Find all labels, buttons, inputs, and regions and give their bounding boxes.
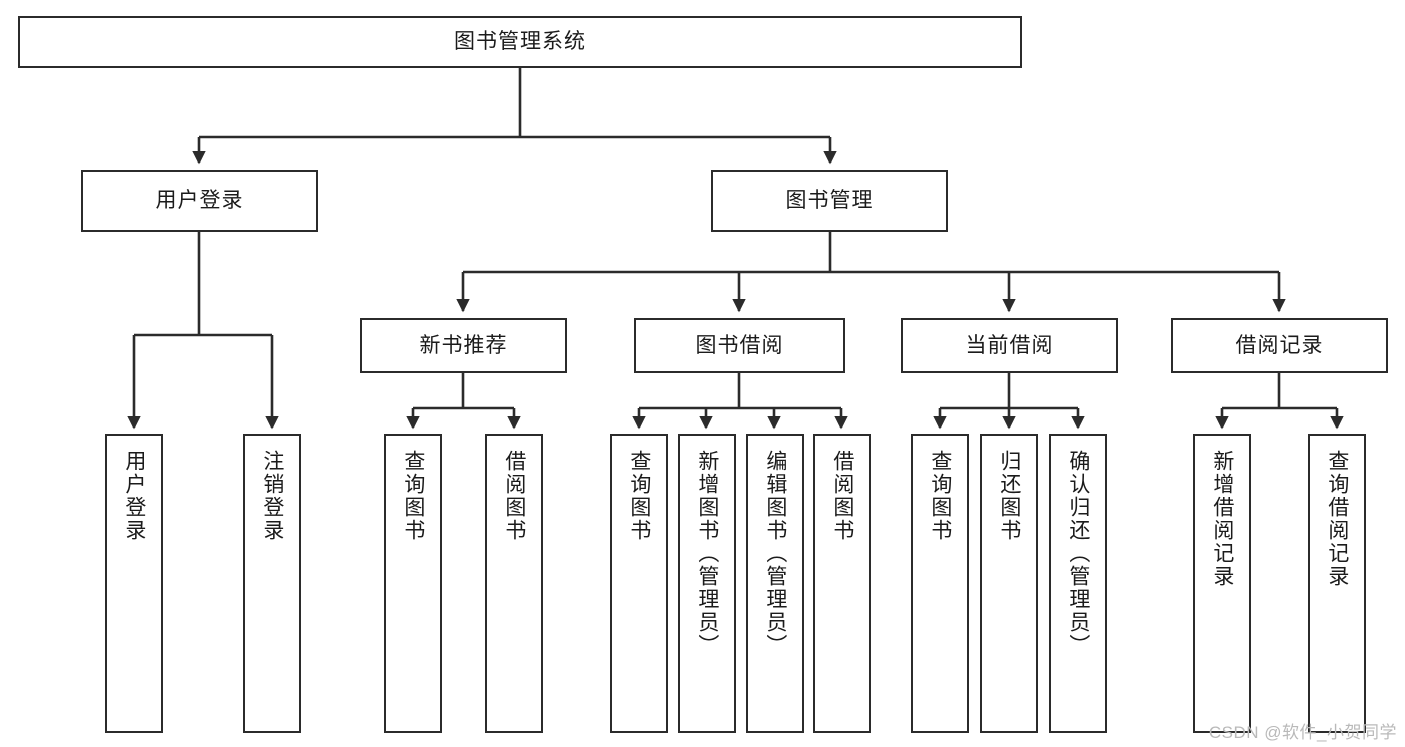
node-label: 图书借阅 <box>695 333 784 357</box>
node-label: 确认归还（管理员） <box>1066 450 1090 657</box>
node-borrow-record[interactable]: 借阅记录 <box>1171 318 1388 373</box>
node-label: 新增图书（管理员） <box>695 450 719 657</box>
node-label: 归还图书 <box>997 450 1021 542</box>
node-label: 查询借阅记录 <box>1325 450 1349 588</box>
node-label: 当前借阅 <box>965 333 1054 357</box>
node-book-borrow[interactable]: 图书借阅 <box>634 318 845 373</box>
node-label: 注销登录 <box>260 450 284 542</box>
node-label: 查询图书 <box>627 450 651 542</box>
node-label: 借阅图书 <box>830 450 854 542</box>
leaf-new-book-borrow[interactable]: 借阅图书 <box>485 434 543 733</box>
watermark-text: CSDN @软件_小贺同学 <box>1208 723 1397 742</box>
node-user-login[interactable]: 用户登录 <box>81 170 318 232</box>
node-label: 用户登录 <box>122 450 146 542</box>
node-label: 图书管理 <box>785 189 874 213</box>
node-label: 借阅图书 <box>502 450 526 542</box>
node-label: 借阅记录 <box>1235 333 1324 357</box>
node-label: 用户登录 <box>155 189 244 213</box>
node-label: 编辑图书（管理员） <box>763 450 787 657</box>
leaf-user-login-logout[interactable]: 注销登录 <box>243 434 301 733</box>
node-label: 新增借阅记录 <box>1210 450 1234 588</box>
leaf-record-query-record[interactable]: 查询借阅记录 <box>1308 434 1366 733</box>
leaf-current-query-book[interactable]: 查询图书 <box>911 434 969 733</box>
leaf-record-add-record[interactable]: 新增借阅记录 <box>1193 434 1251 733</box>
node-label: 查询图书 <box>928 450 952 542</box>
node-current-borrow[interactable]: 当前借阅 <box>901 318 1118 373</box>
leaf-user-login-login[interactable]: 用户登录 <box>105 434 163 733</box>
leaf-borrow-query-book[interactable]: 查询图书 <box>610 434 668 733</box>
leaf-borrow-add-book[interactable]: 新增图书（管理员） <box>678 434 736 733</box>
node-new-book-recommend[interactable]: 新书推荐 <box>360 318 567 373</box>
leaf-borrow-edit-book[interactable]: 编辑图书（管理员） <box>746 434 804 733</box>
leaf-new-book-query[interactable]: 查询图书 <box>384 434 442 733</box>
node-root-system[interactable]: 图书管理系统 <box>18 16 1022 68</box>
leaf-current-confirm-return[interactable]: 确认归还（管理员） <box>1049 434 1107 733</box>
leaf-borrow-borrow-book[interactable]: 借阅图书 <box>813 434 871 733</box>
node-label: 查询图书 <box>401 450 425 542</box>
node-label: 图书管理系统 <box>454 30 586 54</box>
node-book-management[interactable]: 图书管理 <box>711 170 948 232</box>
leaf-current-return-book[interactable]: 归还图书 <box>980 434 1038 733</box>
node-label: 新书推荐 <box>419 333 508 357</box>
